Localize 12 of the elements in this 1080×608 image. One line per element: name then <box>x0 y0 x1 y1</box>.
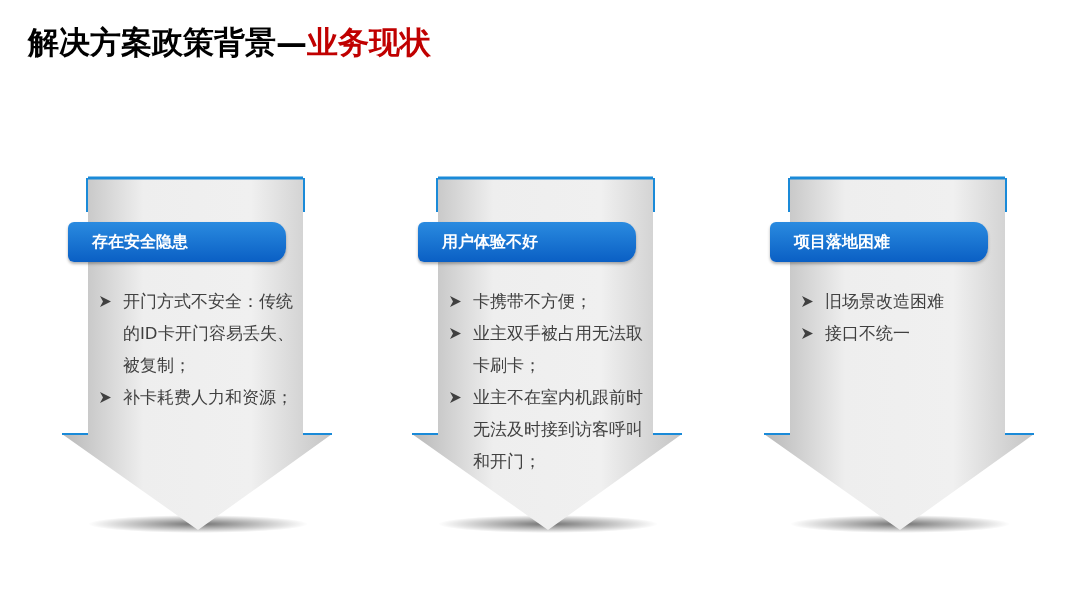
bullet-text: 业主不在室内机跟前时无法及时接到访客呼叫和开门； <box>473 387 644 473</box>
bullet-text: 接口不统一 <box>825 323 910 345</box>
bullet-text: 补卡耗费人力和资源； <box>123 387 293 409</box>
heading-ribbon: 存在安全隐患 <box>68 222 286 262</box>
title: 解决方案政策背景— <box>28 23 307 62</box>
bullet-text: 业主双手被占用无法取卡刷卡； <box>473 323 644 377</box>
title-highlight: 业务现状 <box>307 23 431 62</box>
bullet-text: 卡携带不方便； <box>473 291 592 313</box>
bullet-text: 开门方式不安全：传统的ID卡开门容易丢失、被复制； <box>123 291 295 377</box>
bullet-text: 旧场景改造困难 <box>825 291 944 313</box>
heading-ribbon: 项目落地困难 <box>770 222 988 262</box>
heading-ribbon: 用户体验不好 <box>418 222 636 262</box>
